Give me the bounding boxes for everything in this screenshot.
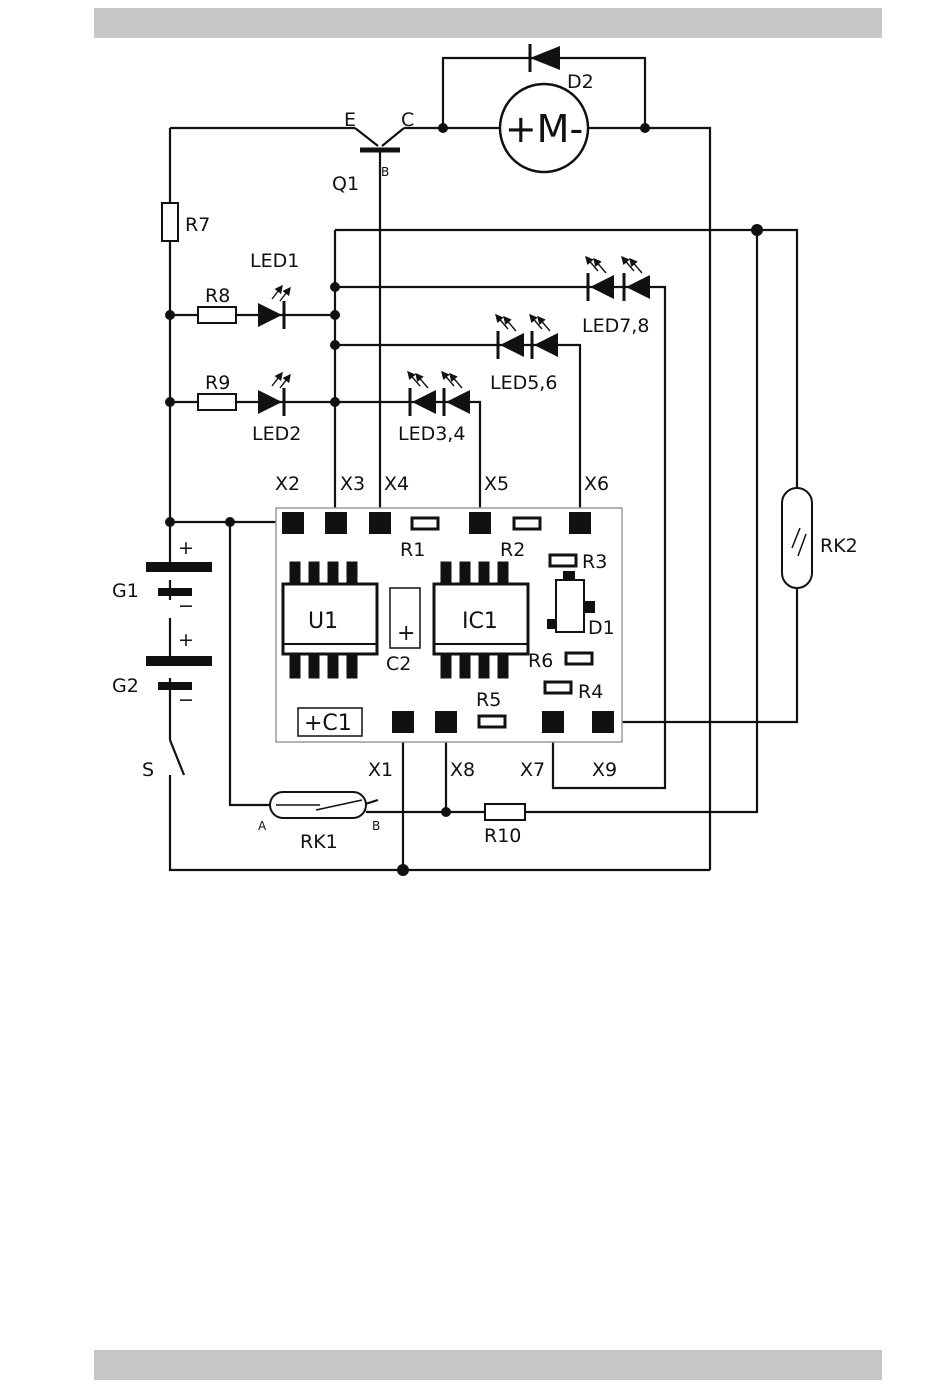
g1-minus: − (178, 595, 194, 617)
diode-d2 (530, 44, 560, 72)
rk1-b-label: B (372, 819, 380, 833)
resistor-r7 (162, 203, 178, 241)
x1-label: X1 (368, 759, 393, 781)
transistor-q1 (355, 128, 404, 150)
r4-label: R4 (578, 681, 603, 703)
led2-symbol (258, 373, 290, 416)
q1-base-label: B (381, 165, 389, 179)
led5-6-symbol (496, 315, 558, 359)
battery-g2 (146, 656, 212, 690)
wires (170, 58, 797, 870)
g1-plus: + (178, 537, 194, 559)
r10-label: R10 (484, 825, 521, 847)
led3-4-label: LED3,4 (398, 423, 465, 445)
reed-switch-rk1 (270, 792, 366, 818)
rk1-a-label: A (258, 819, 267, 833)
switch-s (170, 740, 184, 775)
d1-label: D1 (588, 617, 615, 639)
r1-label: R1 (400, 539, 425, 561)
x7-label: X7 (520, 759, 545, 781)
c2-label: C2 (386, 653, 411, 675)
s-label: S (142, 759, 154, 781)
rk1-label: RK1 (300, 831, 338, 853)
x5-label: X5 (484, 473, 509, 495)
d2-label: D2 (567, 71, 594, 93)
led7-8-symbol (586, 257, 650, 301)
r2-label: R2 (500, 539, 525, 561)
q1-collector-label: C (401, 109, 414, 131)
r3-label: R3 (582, 551, 607, 573)
g1-label: G1 (112, 580, 139, 602)
rk2-label: RK2 (820, 535, 858, 557)
x2-label: X2 (275, 473, 300, 495)
led1-label: LED1 (250, 250, 299, 272)
c1-label: +C1 (304, 711, 352, 736)
resistor-r9 (198, 394, 236, 410)
x3-label: X3 (340, 473, 365, 495)
led1-symbol (258, 286, 290, 329)
r7-label: R7 (185, 214, 210, 236)
g2-label: G2 (112, 675, 139, 697)
led3-4-symbol (408, 372, 470, 416)
q1-label: Q1 (332, 173, 359, 195)
x4-label: X4 (384, 473, 409, 495)
resistor-r8 (198, 307, 236, 323)
u1-label: U1 (308, 609, 338, 634)
x8-label: X8 (450, 759, 475, 781)
c2-plus-mark: + (397, 621, 415, 646)
led2-label: LED2 (252, 423, 301, 445)
r9-label: R9 (205, 372, 230, 394)
led5-6-label: LED5,6 (490, 372, 557, 394)
motor-label: +M- (505, 107, 583, 151)
q1-emitter-label: E (344, 109, 356, 131)
x6-label: X6 (584, 473, 609, 495)
battery-g1 (146, 562, 212, 596)
resistor-r10 (485, 804, 525, 820)
r8-label: R8 (205, 285, 230, 307)
r6-label: R6 (528, 650, 553, 672)
g2-plus: + (178, 629, 194, 651)
reed-switch-rk2 (782, 488, 812, 588)
ic1-label: IC1 (462, 609, 498, 634)
led7-8-label: LED7,8 (582, 315, 649, 337)
g2-minus: − (178, 689, 194, 711)
x9-label: X9 (592, 759, 617, 781)
r5-label: R5 (476, 689, 501, 711)
